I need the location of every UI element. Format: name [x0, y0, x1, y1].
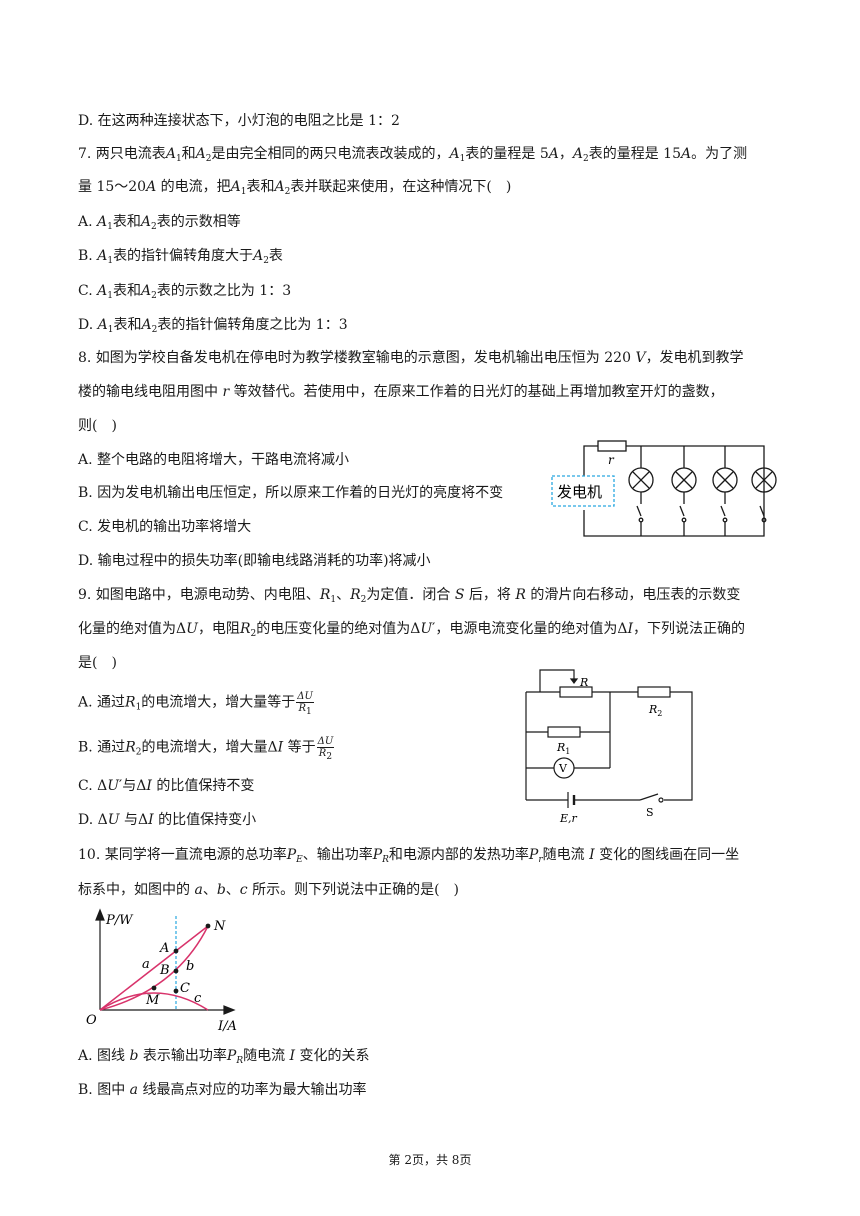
label-axis-p: P/W — [105, 913, 134, 928]
label-point-a: A — [159, 941, 169, 956]
option-8d: D. 输电过程中的损失功率(即输电线路消耗的功率)将减小 — [78, 553, 431, 569]
question-8-line-1: 8. 如图为学校自备发电机在停电时为教学楼教室输电的示意图，发电机输出电压恒为 … — [78, 350, 744, 366]
label-switch: S — [646, 806, 654, 819]
option-7d: D. A1表和A2表的指针偏转角度之比为 1：3 — [78, 317, 348, 335]
label-curve-a: a — [142, 957, 150, 972]
resistor-r1 — [547, 726, 581, 738]
question-10-line-1: 10. 某同学将一直流电源的总功率PE、输出功率PR和电源内部的发热功率Pr随电… — [78, 847, 740, 865]
option-8c: C. 发电机的输出功率将增大 — [78, 519, 252, 535]
label-point-b: B — [159, 963, 170, 978]
option-7c: C. A1表和A2表的示数之比为 1：3 — [78, 283, 292, 301]
label-generator: 发电机 — [557, 483, 602, 501]
label-point-c: C — [180, 981, 190, 996]
option-9c: C. ΔU′与ΔI 的比值保持不变 — [78, 778, 255, 794]
question-9-line-3: 是( ) — [78, 655, 117, 671]
label-origin: O — [86, 1013, 97, 1028]
option-8a: A. 整个电路的电阻将增大，干路电流将减小 — [78, 452, 350, 468]
lamp-branches — [628, 446, 777, 536]
generator-box — [551, 475, 615, 507]
generator-circuit-figure: r 发电机 — [551, 440, 777, 537]
label-r1: R1 — [556, 741, 570, 756]
label-point-m: M — [145, 993, 160, 1008]
question-7-line-2: 量 15～20A 的电流，把A1表和A2表并联起来使用，在这种情况下( ) — [78, 179, 512, 197]
label-curve-b: b — [186, 959, 194, 974]
option-9d: D. ΔU 与ΔI 的比值保持变小 — [78, 812, 257, 828]
resistor-r2 — [637, 686, 671, 698]
label-axis-i: I/A — [217, 1019, 237, 1034]
option-10a: A. 图线 b 表示输出功率PR随电流 I 变化的关系 — [78, 1048, 370, 1066]
question-9-line-2: 化量的绝对值为ΔU，电阻R2的电压变化量的绝对值为ΔU′，电源电流变化量的绝对值… — [78, 621, 745, 639]
label-r: r — [608, 453, 615, 467]
curve-a — [99, 925, 209, 1011]
rheostat-circuit-figure: R R2 R1 V E,r S — [525, 669, 693, 825]
option-7b: B. A1表的指针偏转角度大于A2表 — [78, 248, 283, 266]
question-8-line-2: 楼的输电线电阻用图中 r 等效替代。若使用中，在原来工作着的日光灯的基础上再增加… — [78, 384, 724, 400]
power-current-graph: P/W I/A O N A a B b C M c — [86, 908, 237, 1034]
option-6d: D. 在这两种连接状态下，小灯泡的电阻之比是 1：2 — [78, 113, 400, 129]
question-8-line-3: 则( ) — [78, 418, 117, 434]
question-10-line-2: 标系中，如图中的 a、b、c 所示。则下列说法中正确的是( ) — [78, 882, 459, 898]
page-footer: 第 2页，共 8页 — [388, 1153, 472, 1167]
option-10b: B. 图中 a 线最高点对应的功率为最大输出功率 — [78, 1082, 367, 1098]
question-9-line-1: 9. 如图电路中，电源电动势、内电阻、R1、R2为定值．闭合 S 后，将 R 的… — [78, 587, 741, 605]
curve-b — [99, 925, 209, 1011]
label-rheostat: R — [579, 676, 588, 689]
label-curve-c: c — [194, 991, 202, 1006]
line-resistor-r — [597, 440, 627, 452]
option-7a: A. A1表和A2表的示数相等 — [78, 214, 241, 232]
label-emf: E,r — [559, 812, 578, 825]
label-voltmeter: V — [558, 762, 568, 775]
question-7-line-1: 7. 两只电流表A1和A2是由完全相同的两只电流表改装成的，A1表的量程是 5A… — [78, 146, 748, 164]
curve-c — [99, 992, 209, 1011]
label-r2: R2 — [648, 703, 662, 718]
option-8b: B. 因为发电机输出电压恒定，所以原来工作着的日光灯的亮度将不变 — [78, 485, 504, 501]
label-n: N — [213, 919, 226, 934]
